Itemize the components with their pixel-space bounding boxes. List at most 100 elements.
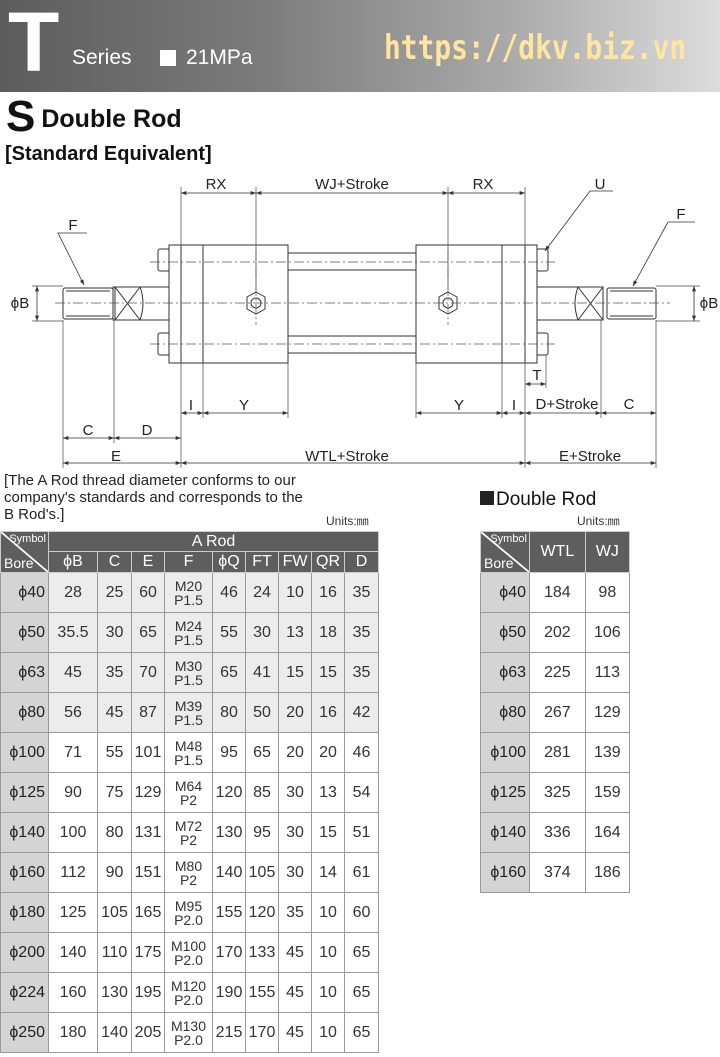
label-rx-right: RX — [473, 176, 494, 193]
cylinder-body — [62, 244, 657, 364]
series-label: Series — [72, 46, 132, 69]
value-cell: 105 — [245, 852, 279, 893]
value-cell: 98 — [584, 572, 631, 613]
double-rod-title-text: Double Rod — [496, 489, 597, 510]
value-cell: 61 — [344, 852, 379, 893]
thread-pitch: P2.0 — [174, 1031, 203, 1048]
value-cell: 85 — [245, 772, 279, 813]
thread-pitch: P1.5 — [174, 631, 203, 648]
thread-pitch: P1.5 — [174, 751, 203, 768]
column-header: WJ — [584, 531, 631, 573]
value-cell: 10 — [311, 1012, 345, 1053]
value-cell: 225 — [529, 652, 586, 693]
value-cell: 16 — [311, 572, 345, 613]
label-i-left: I — [189, 397, 193, 414]
thread-pitch: P2.0 — [174, 951, 203, 968]
square-bullet-icon — [160, 50, 176, 66]
value-cell: 165 — [131, 892, 165, 933]
label-y-left: Y — [239, 397, 249, 414]
value-cell: 113 — [584, 652, 631, 693]
value-cell: 186 — [584, 852, 631, 893]
thread-size: M39 — [174, 697, 203, 714]
value-cell: 170 — [245, 1012, 279, 1053]
value-cell: 65 — [212, 652, 246, 693]
double-rod-units: Units:㎜ — [577, 514, 620, 528]
value-cell: 46 — [344, 732, 379, 773]
value-cell: 45 — [97, 692, 132, 733]
thread-pitch: P2.0 — [174, 991, 203, 1008]
value-cell: 129 — [584, 692, 631, 733]
value-cell: 10 — [311, 972, 345, 1013]
label-c-left: C — [83, 422, 94, 439]
value-cell: 55 — [212, 612, 246, 653]
thread-pitch: P2 — [179, 831, 198, 848]
pressure-rating: 21MPa — [186, 46, 253, 69]
value-cell: 155 — [212, 892, 246, 933]
note-line: company's standards and corresponds to t… — [4, 489, 303, 506]
value-cell: 35 — [344, 652, 379, 693]
value-cell: 159 — [584, 772, 631, 813]
value-cell: 24 — [245, 572, 279, 613]
value-cell: 60 — [131, 572, 165, 613]
bore-cell: ϕ80 — [480, 692, 530, 733]
bore-cell: ϕ40 — [0, 572, 49, 613]
value-cell: 10 — [278, 572, 312, 613]
value-cell: 180 — [48, 1012, 98, 1053]
double-rod-table-title: Double Rod — [480, 489, 596, 511]
label-e-left: E — [111, 448, 121, 465]
value-cell: 175 — [131, 932, 165, 973]
value-cell: 120 — [212, 772, 246, 813]
dimension-labels: RX WJ+Stroke RX U F F ϕB ϕB T I Y Y I D+… — [11, 176, 718, 465]
label-e-stroke: E+Stroke — [559, 448, 621, 465]
value-cell: 120 — [245, 892, 279, 933]
thread-size: M64 — [174, 777, 203, 794]
value-cell: 140 — [212, 852, 246, 893]
thread-size: M130 — [170, 1017, 207, 1034]
bore-cell: ϕ125 — [0, 772, 49, 813]
label-b-right: ϕB — [700, 295, 718, 312]
value-cell: 190 — [212, 972, 246, 1013]
value-cell: 55 — [97, 732, 132, 773]
thread-size: M24 — [174, 617, 203, 634]
value-cell: 65 — [245, 732, 279, 773]
bore-cell: ϕ250 — [0, 1012, 49, 1053]
value-cell: 20 — [278, 732, 312, 773]
value-cell: 42 — [344, 692, 379, 733]
value-cell: 140 — [97, 1012, 132, 1053]
value-cell: 184 — [529, 572, 586, 613]
column-header: QR — [311, 551, 345, 573]
label-u: U — [595, 176, 606, 193]
value-cell: 130 — [97, 972, 132, 1013]
value-cell: 80 — [212, 692, 246, 733]
group-header-a-rod: A Rod — [48, 531, 379, 552]
series-header-band: T Series 21MPa https://dkv.biz.vn — [0, 0, 720, 92]
value-cell: 95 — [245, 812, 279, 853]
label-f-left: F — [68, 217, 77, 234]
value-cell: 30 — [278, 772, 312, 813]
value-cell: 139 — [584, 732, 631, 773]
extension-lines — [32, 187, 700, 468]
square-bullet-icon — [480, 491, 494, 505]
value-cell: 336 — [529, 812, 586, 853]
value-cell: 87 — [131, 692, 165, 733]
thread-pitch: P1.5 — [174, 711, 203, 728]
value-cell: 65 — [131, 612, 165, 653]
value-cell: 65 — [344, 1012, 379, 1053]
title-letter: S — [6, 92, 36, 141]
value-cell: 35 — [344, 612, 379, 653]
corner-bore-label: Bore — [4, 555, 34, 571]
